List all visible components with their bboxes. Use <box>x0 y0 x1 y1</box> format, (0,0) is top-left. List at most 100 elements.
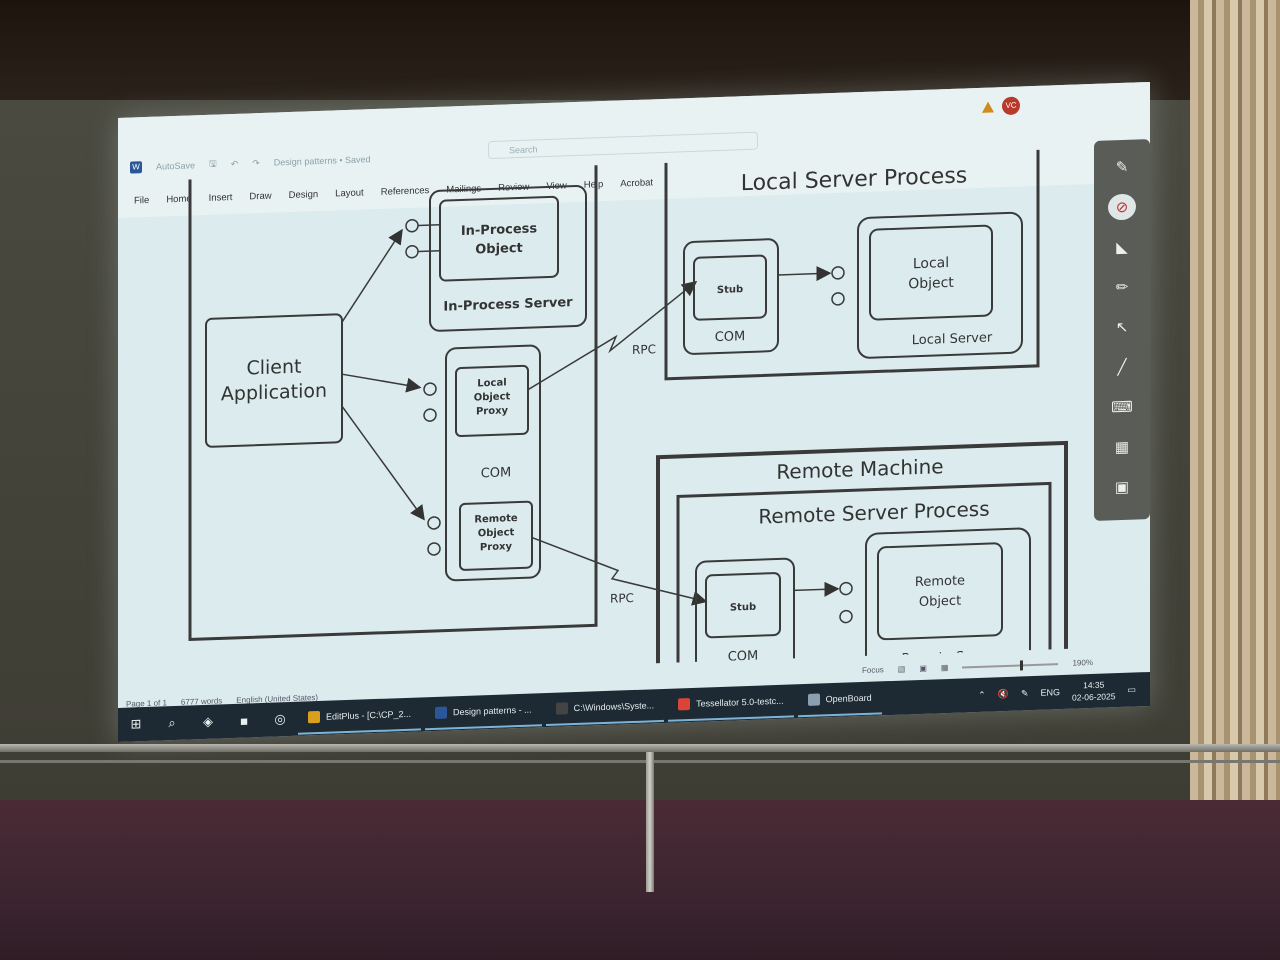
com-left-label: COM <box>481 465 512 481</box>
notifications-icon[interactable]: ▭ <box>1127 683 1136 695</box>
clock[interactable]: 14:35 02-06-2025 <box>1072 678 1115 704</box>
remote-object-box <box>877 542 1003 641</box>
taskbar-app-label: EditPlus - [C:\CP_2... <box>326 708 412 722</box>
zoom-slider[interactable] <box>962 659 1059 670</box>
user-avatar[interactable]: VC <box>1002 96 1020 116</box>
focus-button[interactable]: Focus <box>862 665 884 676</box>
search-input[interactable]: Search <box>488 131 758 160</box>
local-object-label-2: Object <box>908 275 954 293</box>
com-local-box <box>683 238 779 355</box>
document-title: Design patterns • Saved <box>273 154 371 168</box>
remote-object-proxy-box <box>459 500 533 571</box>
interface-lollipop-icon <box>831 266 845 280</box>
interface-lollipop-icon <box>423 408 437 422</box>
app-icon <box>555 702 568 715</box>
interface-lollipop-icon <box>839 609 853 624</box>
interface-lollipop-icon <box>405 244 419 259</box>
web-layout-icon[interactable]: ▦ <box>940 662 949 673</box>
eraser-tool-icon[interactable]: ⊘ <box>1108 193 1136 221</box>
pen-tool-icon[interactable]: ✎ <box>1115 158 1129 177</box>
pointer-icon[interactable]: ↖ <box>1115 318 1129 337</box>
rail-post <box>646 752 654 892</box>
eraser-icon[interactable]: ◣ <box>1116 238 1128 257</box>
rpc-label-top: RPC <box>632 342 656 357</box>
stub-bottom-box <box>705 572 781 639</box>
taskbar-app[interactable]: EditPlus - [C:\CP_2... <box>298 698 422 735</box>
taskbar-app-label: C:\Windows\Syste... <box>573 700 655 714</box>
undo-icon[interactable]: ↶ <box>230 158 239 169</box>
com-local-label: COM <box>715 329 746 345</box>
remote-object-proxy-label-2: Object <box>478 527 515 539</box>
read-mode-icon[interactable]: ▤ <box>897 664 906 674</box>
view-controls: Focus ▤ ▣ ▦ 190% <box>862 658 1093 675</box>
taskbar-app-label: Design patterns - ... <box>453 704 532 718</box>
screen-capture-icon[interactable]: ▣ <box>1114 478 1130 497</box>
pen-icon[interactable]: ✎ <box>1020 687 1029 698</box>
arrow-to-local-proxy <box>341 373 422 393</box>
ceiling-curtain-area <box>0 0 1280 100</box>
remote-machine-boundary <box>656 440 1068 682</box>
local-object-label-1: Local <box>913 255 949 272</box>
remote-machine-title: Remote Machine <box>776 454 943 484</box>
in-process-object-label-1: In-Process <box>461 221 538 239</box>
interface-lollipop-icon <box>427 542 441 556</box>
interface-lollipop-icon <box>405 218 419 233</box>
interface-lollipop-icon <box>831 292 845 306</box>
remote-object-proxy-label-1: Remote <box>474 513 518 526</box>
local-object-proxy-label-3: Proxy <box>476 405 509 417</box>
arrow-to-in-process <box>341 228 403 323</box>
clock-date: 02-06-2025 <box>1072 691 1116 703</box>
client-application-label-1: Client <box>247 356 302 380</box>
line-icon[interactable]: ╱ <box>1117 358 1127 377</box>
com-remote-label: COM <box>728 649 759 665</box>
file-explorer-icon[interactable]: ■ <box>240 712 248 729</box>
com-left-box <box>445 344 541 582</box>
zoom-level[interactable]: 190% <box>1072 657 1093 668</box>
stage-rail-lower <box>0 760 1280 763</box>
stub-top-box <box>693 254 767 321</box>
local-object-proxy-label-2: Object <box>474 391 511 403</box>
local-server-box <box>857 211 1023 359</box>
speaker-muted-icon[interactable]: 🔇 <box>997 688 1009 699</box>
remote-object-label-2: Object <box>919 594 961 610</box>
remote-object-proxy-label-3: Proxy <box>480 541 513 553</box>
warning-icon[interactable] <box>982 101 994 113</box>
stage-curtain <box>1190 0 1280 820</box>
chevron-up-icon[interactable]: ⌃ <box>978 689 986 700</box>
openboard-toolbar: ✎ ⊘ ◣ ✏ ↖ ╱ ⌨ ▦ ▣ <box>1094 139 1150 521</box>
calculator-icon[interactable]: ▦ <box>1114 438 1130 457</box>
system-tray: ⌃ 🔇 ✎ ENG 14:35 02-06-2025 ▭ <box>978 672 1136 712</box>
search-icon[interactable]: ⌕ <box>168 714 176 731</box>
remote-server-process-boundary <box>676 481 1052 682</box>
redo-icon[interactable]: ↷ <box>252 157 260 168</box>
print-layout-icon[interactable]: ▣ <box>919 663 927 674</box>
client-application-label-2: Application <box>221 380 327 406</box>
app-icon <box>807 693 820 706</box>
chrome-icon[interactable]: ◎ <box>274 711 286 727</box>
autosave-toggle[interactable]: AutoSave <box>156 160 196 172</box>
stub-bottom-label: Stub <box>730 602 756 614</box>
arrow-to-remote-proxy <box>341 405 425 521</box>
remote-server-process-title: Remote Server Process <box>758 497 989 529</box>
local-object-proxy-box <box>455 364 529 438</box>
com-architecture-diagram: Client Application In-Process Object In-… <box>188 145 1068 682</box>
in-process-object-label-2: Object <box>475 241 523 258</box>
taskbar-app[interactable]: OpenBoard <box>797 682 882 718</box>
copilot-icon[interactable]: ◈ <box>203 713 213 730</box>
marker-icon[interactable]: ✏ <box>1115 278 1129 297</box>
in-process-object-box <box>439 195 559 282</box>
taskbar-app[interactable]: C:\Windows\Syste... <box>545 689 665 727</box>
taskbar-app[interactable]: Design patterns - ... <box>425 694 542 731</box>
projected-screen: W AutoSave 🖫 ↶ ↷ Design patterns • Saved… <box>118 81 1150 742</box>
keyboard-icon[interactable]: ⌨ <box>1111 398 1133 417</box>
save-icon[interactable]: 🖫 <box>209 158 217 169</box>
local-server-label: Local Server <box>912 330 993 348</box>
stage-rail <box>0 744 1280 752</box>
in-process-server-box <box>429 184 587 332</box>
input-language[interactable]: ENG <box>1040 687 1060 698</box>
stage-floor <box>0 800 1280 960</box>
windows-start-icon[interactable]: ⊞ <box>130 716 142 732</box>
interface-lollipop-icon <box>423 382 437 396</box>
taskbar-app[interactable]: Tessellator 5.0-testc... <box>668 685 794 722</box>
app-icon <box>435 706 448 719</box>
